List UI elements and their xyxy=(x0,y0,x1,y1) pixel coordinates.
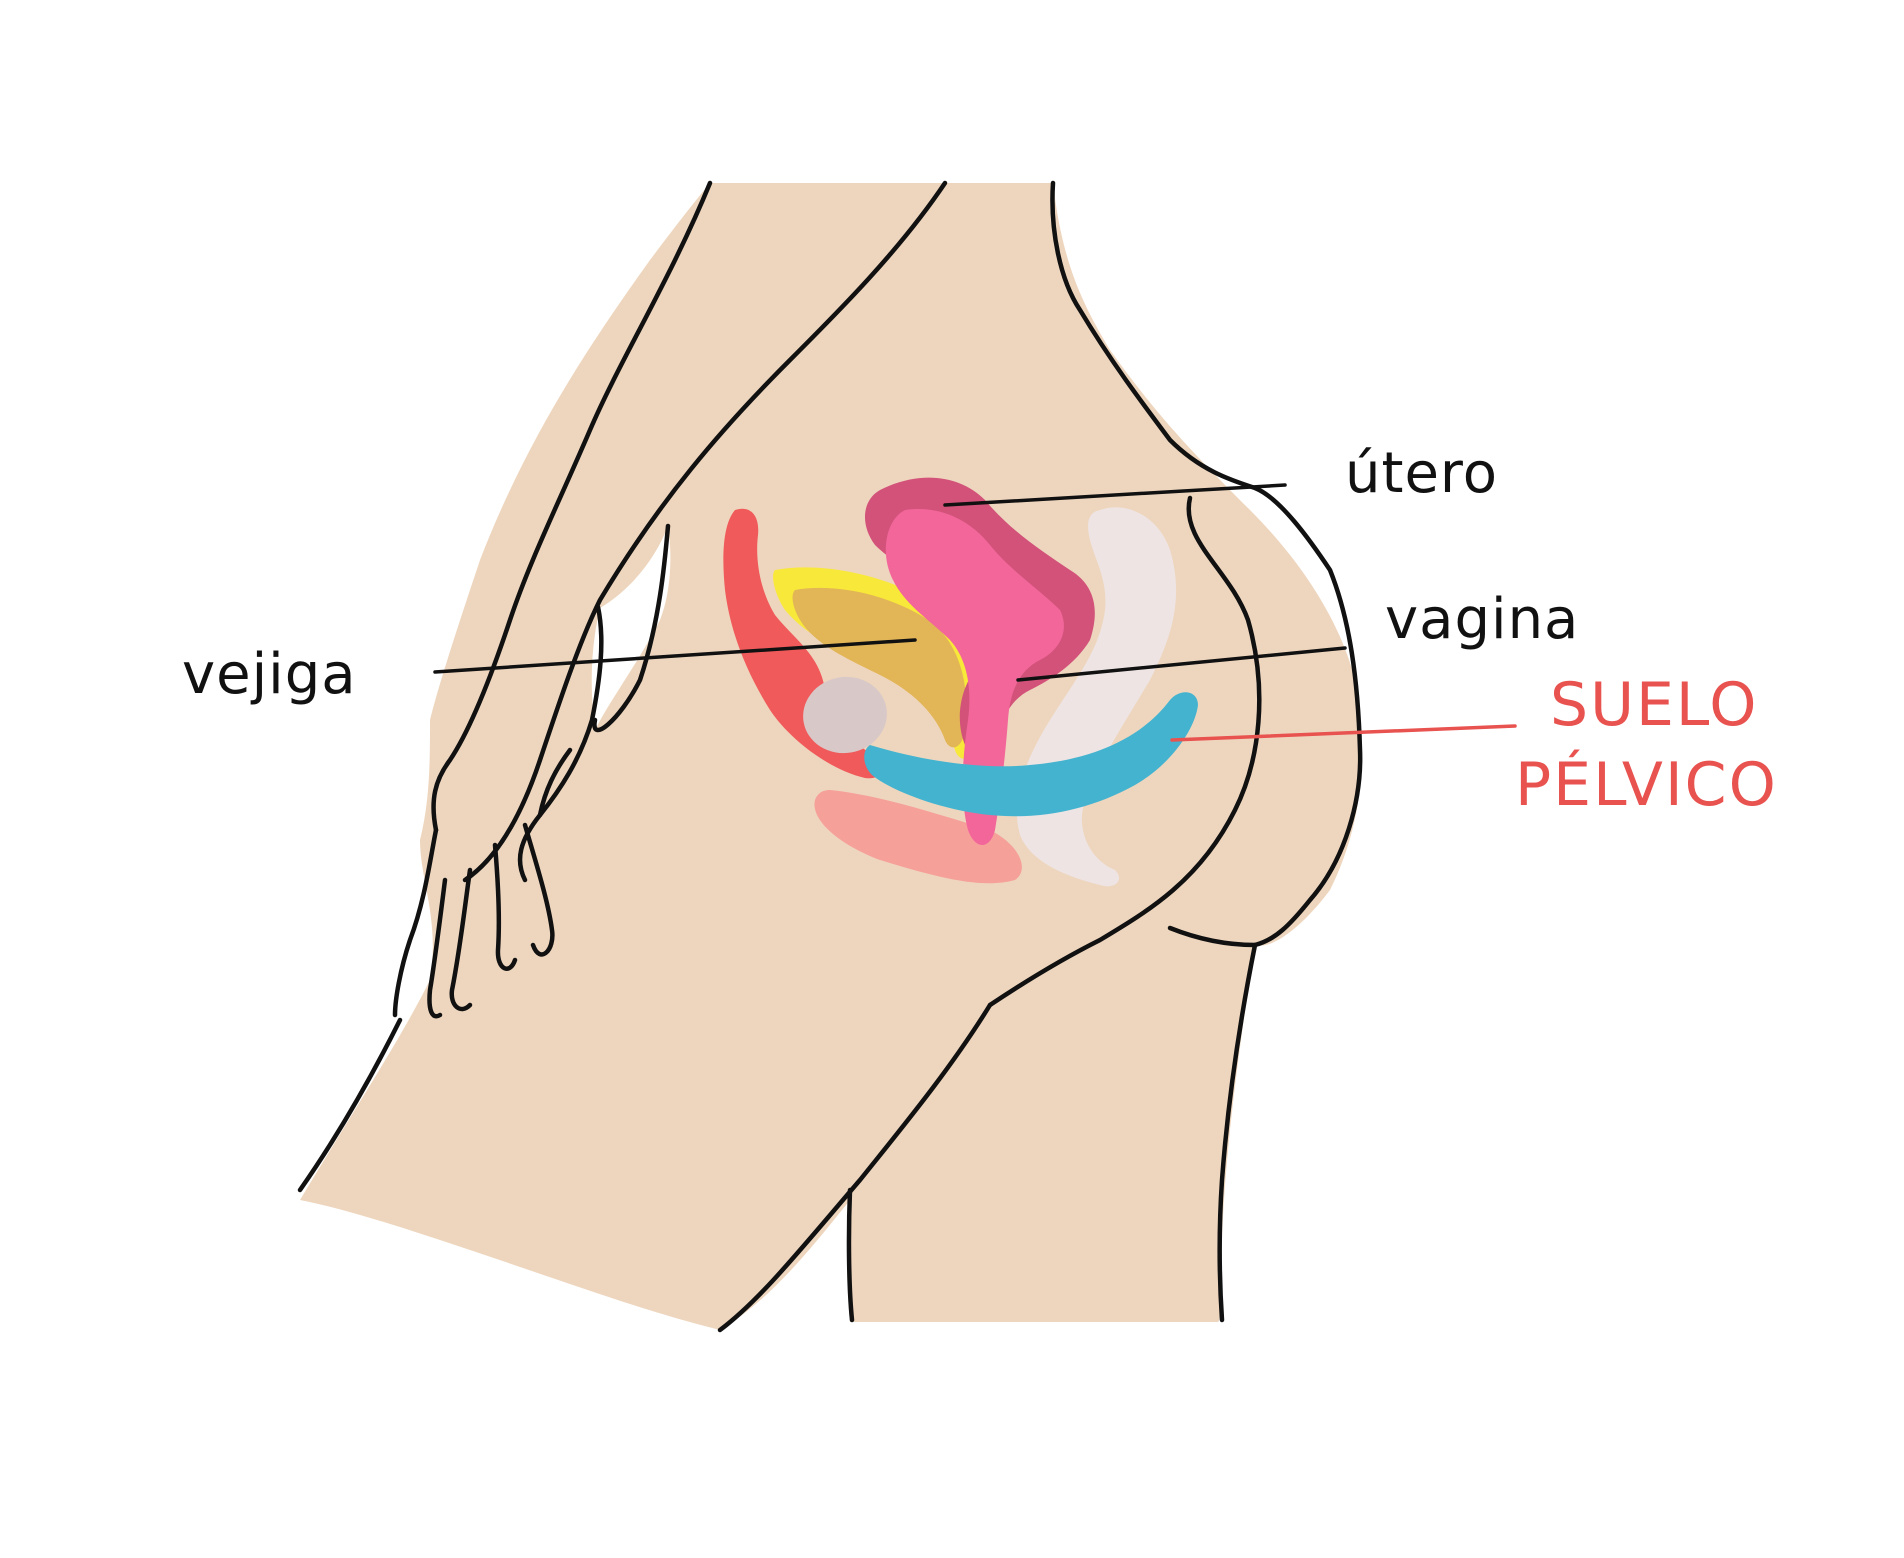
label-vejiga: vejiga xyxy=(182,642,357,707)
arm-inner-line xyxy=(592,523,671,733)
label-utero: útero xyxy=(1345,441,1498,506)
leader-lines xyxy=(433,483,1517,742)
arm-outer-line xyxy=(517,604,604,883)
hand-line-1 xyxy=(392,827,439,1018)
leader-vagina xyxy=(1016,646,1347,682)
pubic-bone xyxy=(803,676,887,754)
body-outline xyxy=(297,180,1363,1333)
label-vagina: vagina xyxy=(1385,587,1579,652)
front-torso-line xyxy=(431,180,713,833)
side-body-line xyxy=(462,180,948,883)
leader-vejiga xyxy=(433,638,917,674)
uterus-inner xyxy=(885,509,1064,845)
gluteal-fold xyxy=(1167,925,1258,948)
red-structure xyxy=(723,508,885,779)
back-waist-line xyxy=(1050,180,1363,948)
back-thigh-line xyxy=(1217,942,1258,1323)
labels: útero vagina vejiga SUELO PÉLVICO xyxy=(182,441,1778,820)
leader-suelo-pelvico xyxy=(1170,724,1517,742)
buttock-curve xyxy=(987,495,1262,1008)
thumb xyxy=(537,747,573,818)
pelvic-organs xyxy=(723,477,1198,887)
arm-gap xyxy=(591,526,671,730)
bladder xyxy=(792,587,967,748)
inner-thigh-line xyxy=(846,1187,855,1323)
lower-pink-shape xyxy=(814,790,1022,884)
label-suelo-line2: PÉLVICO xyxy=(1515,748,1778,820)
front-thigh-line xyxy=(717,1002,993,1333)
front-leg-line xyxy=(297,1017,403,1193)
pelvic-floor-muscle xyxy=(864,692,1198,817)
finger-1 xyxy=(427,877,448,1019)
finger-4 xyxy=(522,822,555,957)
label-suelo-line1: SUELO xyxy=(1550,670,1758,740)
finger-2 xyxy=(449,867,473,1012)
arm-and-hand xyxy=(392,523,671,1019)
finger-3 xyxy=(492,842,518,971)
leader-utero xyxy=(943,483,1287,507)
